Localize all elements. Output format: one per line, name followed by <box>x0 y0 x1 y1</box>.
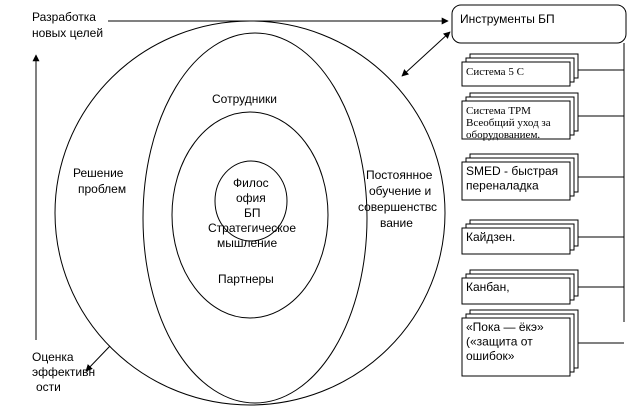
tool-box-2-line-1: Система ТРМ <box>466 105 531 117</box>
third-ellipse <box>171 111 329 319</box>
tool-box-2-front <box>461 100 571 140</box>
left-top-label: Разработка новых целей <box>32 10 103 40</box>
tool-box-5-front <box>461 277 571 305</box>
diagonal-double-arrow <box>401 31 451 77</box>
outer-ring-left-text: Решение проблем <box>73 166 126 196</box>
tools-header-text: Инструменты БП <box>460 12 555 26</box>
bottom-left-arrow <box>85 345 111 372</box>
core-ellipse <box>214 160 288 242</box>
tool-box-4-line-1: Кайдзен. <box>466 230 515 244</box>
tool-box-3-line-1: SMED - быстрая <box>466 164 558 178</box>
tool-box-1: Система 5 С <box>461 53 579 87</box>
inner-ring-line-1: Стратегическое <box>208 221 296 235</box>
outer-ring-right-line-4: вание <box>380 216 413 230</box>
tool-box-2-line-3: оборудованием. <box>466 129 540 141</box>
outer-ring-right-line-2: обучение и <box>369 184 431 198</box>
core-line-1: Филос <box>233 176 269 190</box>
tool-box-3-line-2: переналадка <box>466 179 539 193</box>
tool-box-5: Канбан, <box>461 269 579 305</box>
tool-box-6-line-1: «Пока — ёкэ» <box>466 320 544 334</box>
outer-ring-left-line-1: Решение <box>73 166 124 180</box>
tool-box-1-line-1: Система 5 С <box>466 66 524 78</box>
core-line-3: БП <box>244 206 261 220</box>
left-bottom-label: Оценка эффективн ости <box>32 350 95 394</box>
tools-connectors <box>578 69 624 344</box>
outer-ring-right-line-1: Постоянное <box>366 168 433 182</box>
second-ellipse <box>142 32 368 404</box>
tool-box-5-line-1: Канбан, <box>466 280 510 294</box>
middle-ring-top-text: Сотрудники <box>212 92 277 106</box>
inner-ring-line-2: мышление <box>217 236 278 250</box>
tool-box-2-line-2: Всеобщий уход за <box>466 117 551 129</box>
left-bottom-label-line-1: Оценка <box>32 350 74 364</box>
outer-ring-right-text: Постоянное обучение и совершенствс вание <box>358 168 437 230</box>
tool-box-3-front <box>461 161 571 201</box>
left-bottom-label-line-2: эффективн <box>32 365 95 379</box>
outer-ring-right-line-3: совершенствс <box>358 200 437 214</box>
left-top-label-line-2: новых целей <box>32 26 103 40</box>
tools-header-box <box>451 4 627 44</box>
core-text: Филос офия БП <box>233 176 269 220</box>
tool-box-6-line-3: ошибок» <box>466 349 515 363</box>
tool-box-1-front <box>461 61 571 87</box>
tool-box-4-front <box>461 227 571 255</box>
tool-box-4: Кайдзен. <box>461 219 579 255</box>
core-line-2: офия <box>236 191 266 205</box>
tool-box-6-line-2: («защита от <box>466 335 533 349</box>
inner-ring-bottom-text: Партнеры <box>218 272 274 286</box>
outer-ring-left-line-2: проблем <box>78 182 126 196</box>
inner-ring-text: Стратегическое мышление <box>208 221 296 250</box>
left-top-label-line-1: Разработка <box>32 10 96 24</box>
tool-box-6-front <box>461 317 571 377</box>
left-bottom-label-line-3: ости <box>36 380 61 394</box>
